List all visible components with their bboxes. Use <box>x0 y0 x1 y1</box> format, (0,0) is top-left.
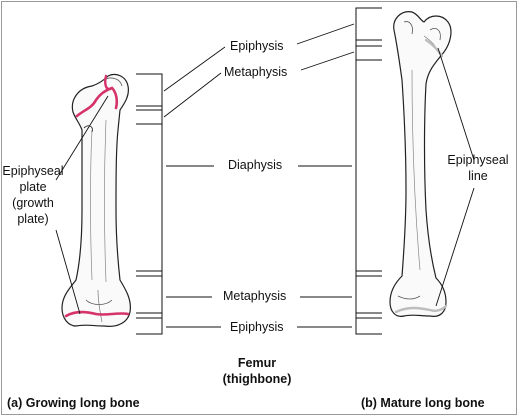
epiphyseal-plate-line-4: plate) <box>17 212 49 226</box>
epiphyseal-line-line-1: Epiphyseal <box>447 153 509 167</box>
epiphyseal-plate-line-3: (growth <box>12 196 54 210</box>
left-region-bracket <box>136 73 163 335</box>
mature-femur-outline <box>389 11 452 317</box>
label-epiphysis-top: Epiphysis <box>230 39 284 53</box>
leader-lines <box>55 23 475 328</box>
growing-femur-proximal-end <box>61 73 131 327</box>
growing-femur <box>61 73 131 327</box>
epiphyseal-line-proximal <box>424 38 444 58</box>
epiphyseal-plate-line-2: plate <box>19 180 47 194</box>
femur-title: Femur <box>237 356 277 370</box>
growth-plate-proximal-2 <box>104 74 114 91</box>
epiphyseal-plate-line-1: Epiphyseal <box>2 164 64 178</box>
femur-subtitle: (thighbone) <box>222 372 292 386</box>
caption-growing-bone: (a) Growing long bone <box>7 396 140 410</box>
growth-plate-proximal <box>75 86 119 118</box>
caption-mature-bone: (b) Mature long bone <box>361 396 485 410</box>
label-epiphysis-bottom: Epiphysis <box>230 320 284 334</box>
label-metaphysis-bottom: Metaphysis <box>223 289 287 303</box>
epiphyseal-line-line-2: line <box>468 169 488 183</box>
right-region-bracket <box>355 7 382 335</box>
mature-femur <box>389 11 452 317</box>
growth-plate-distal <box>64 310 130 318</box>
label-metaphysis-top: Metaphysis <box>224 65 288 79</box>
label-diaphysis: Diaphysis <box>228 158 283 172</box>
epiphyseal-line-distal <box>394 304 448 314</box>
